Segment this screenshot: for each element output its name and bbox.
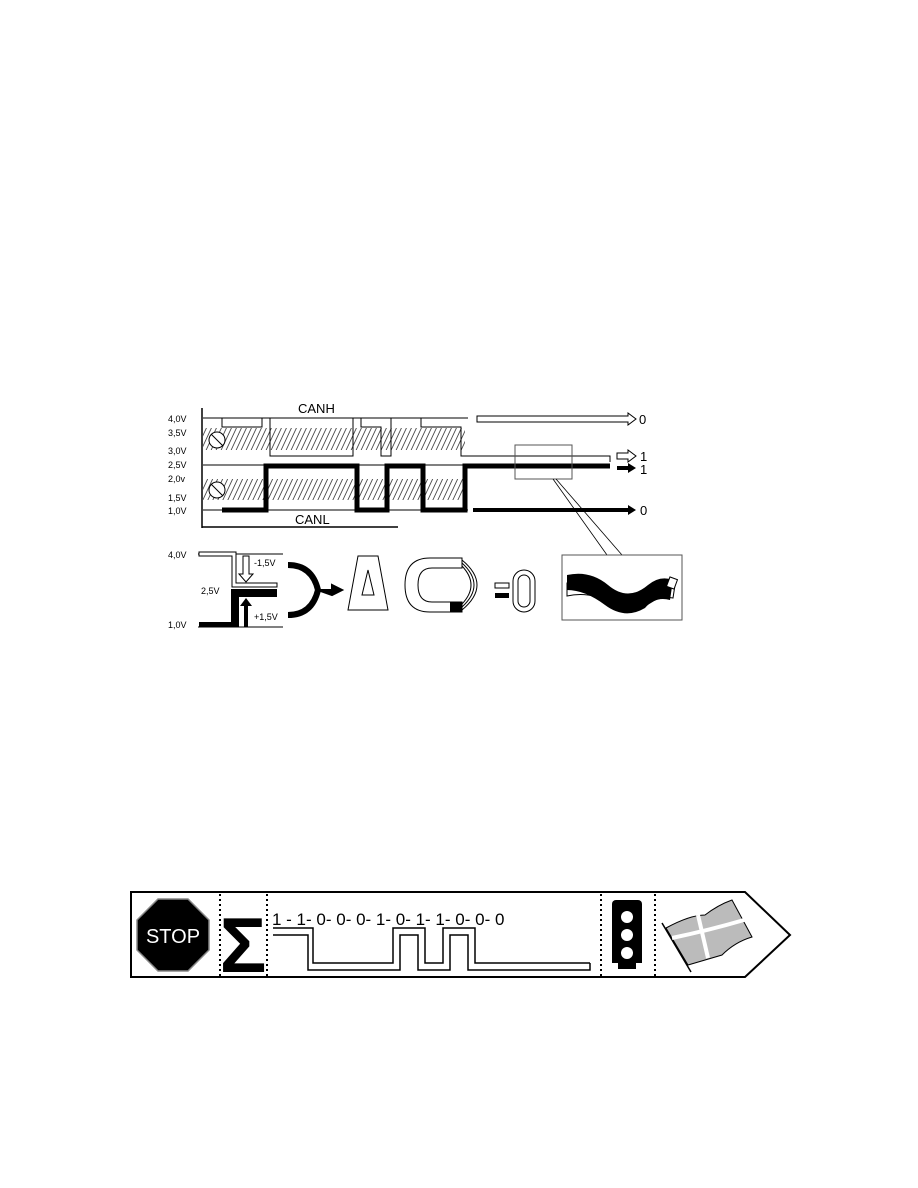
twisted-pair-icon — [566, 573, 679, 614]
voltage-labels: 4,0V 3,5V 3,0V 2,5V 2,0v 1,5V 1,0V — [168, 414, 187, 516]
stop-sign-icon: STOP — [136, 898, 210, 972]
mid-voltage-label: 2,5V — [201, 586, 220, 596]
rise-label: +1,5V — [254, 612, 278, 622]
swedish-flag-icon — [661, 899, 753, 973]
canh-waveform — [221, 417, 611, 462]
bit-waveform — [273, 927, 591, 971]
solid-arrow-icon — [617, 463, 636, 473]
output-1b: 1 — [640, 462, 647, 477]
canl-step — [199, 589, 277, 627]
low-voltage-label: 1,0V — [168, 620, 187, 630]
solid-arrow-icon — [473, 505, 636, 515]
label-1v: 1,0V — [168, 506, 187, 516]
termination-icon — [208, 431, 226, 499]
label-1-5v: 1,5V — [168, 493, 187, 503]
canh-label: CANH — [298, 401, 335, 416]
hatch-band-canh — [203, 428, 465, 450]
output-1a: 1 — [640, 449, 647, 464]
label-2-5v: 2,5V — [168, 460, 187, 470]
label-4v: 4,0V — [168, 414, 187, 424]
hollow-arrow-icon — [476, 412, 637, 426]
can-signal-diagram: 4,0V 3,5V 3,0V 2,5V 2,0v 1,5V 1,0V CANH … — [168, 401, 647, 556]
drop-label: -1,5V — [254, 558, 276, 568]
magnet-icon — [404, 557, 478, 613]
output-canh-0: 0 — [639, 412, 646, 427]
sigma-icon: Σ — [220, 901, 267, 989]
bit-sequence: 1 - 1- 0- 0- 0- 1- 0- 1- 1- 0- 0- 0 — [272, 910, 504, 929]
bit-strip: STOP Σ 1 - 1- 0- 0- 0- 1- 0- 1- 1- 0- 0-… — [130, 891, 792, 989]
hatch-band-canl — [203, 479, 465, 500]
merge-icon — [287, 562, 322, 618]
stop-label: STOP — [146, 926, 200, 948]
canl-waveform — [222, 463, 610, 513]
hollow-arrow-icon — [616, 449, 637, 463]
differential-diagram: 4,0V 2,5V 1,0V -1,5V +1,5V 0 — [168, 550, 683, 630]
label-3-5v: 3,5V — [168, 428, 187, 438]
output-canl-0: 0 — [640, 503, 647, 518]
zoom-region — [514, 444, 573, 480]
up-arrow-icon — [240, 598, 252, 627]
canl-label: CANL — [295, 512, 330, 527]
label-2v: 2,0v — [168, 474, 186, 484]
equals-icon — [494, 582, 510, 589]
label-3v: 3,0V — [168, 446, 187, 456]
high-voltage-label: 4,0V — [168, 550, 187, 560]
down-arrow-icon — [237, 555, 255, 583]
traffic-light-icon — [612, 900, 642, 969]
canh-step — [198, 551, 278, 588]
output-arrows: 0 1 1 0 — [473, 412, 647, 518]
